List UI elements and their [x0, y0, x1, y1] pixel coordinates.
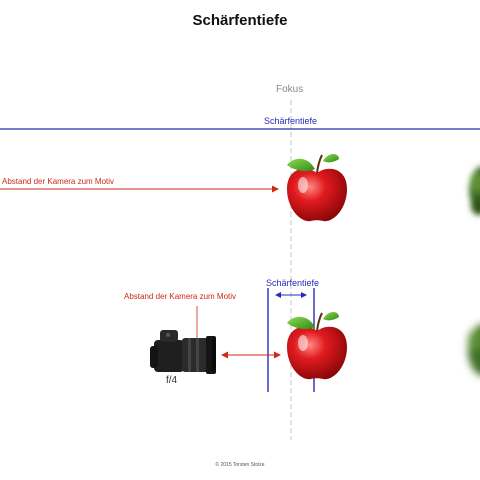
tree-icon	[469, 166, 480, 215]
distance-label-bottom: Abstand der Kamera zum Motiv	[124, 292, 237, 301]
apple-icon	[287, 154, 347, 222]
distance-label-top: Abstand der Kamera zum Motiv	[2, 177, 115, 186]
focus-label: Fokus	[276, 84, 304, 95]
dslr-camera-icon	[150, 330, 216, 374]
apple-icon	[287, 312, 347, 380]
aperture-label: f/4	[166, 375, 178, 386]
tree-icon	[468, 324, 480, 376]
dof-label-bottom: Schärfentiefe	[266, 278, 320, 288]
copyright-notice: © 2015 Torsten Stolze	[215, 462, 265, 468]
diagram-title: Schärfentiefe	[192, 12, 288, 29]
dof-label-top: Schärfentiefe	[264, 116, 318, 126]
